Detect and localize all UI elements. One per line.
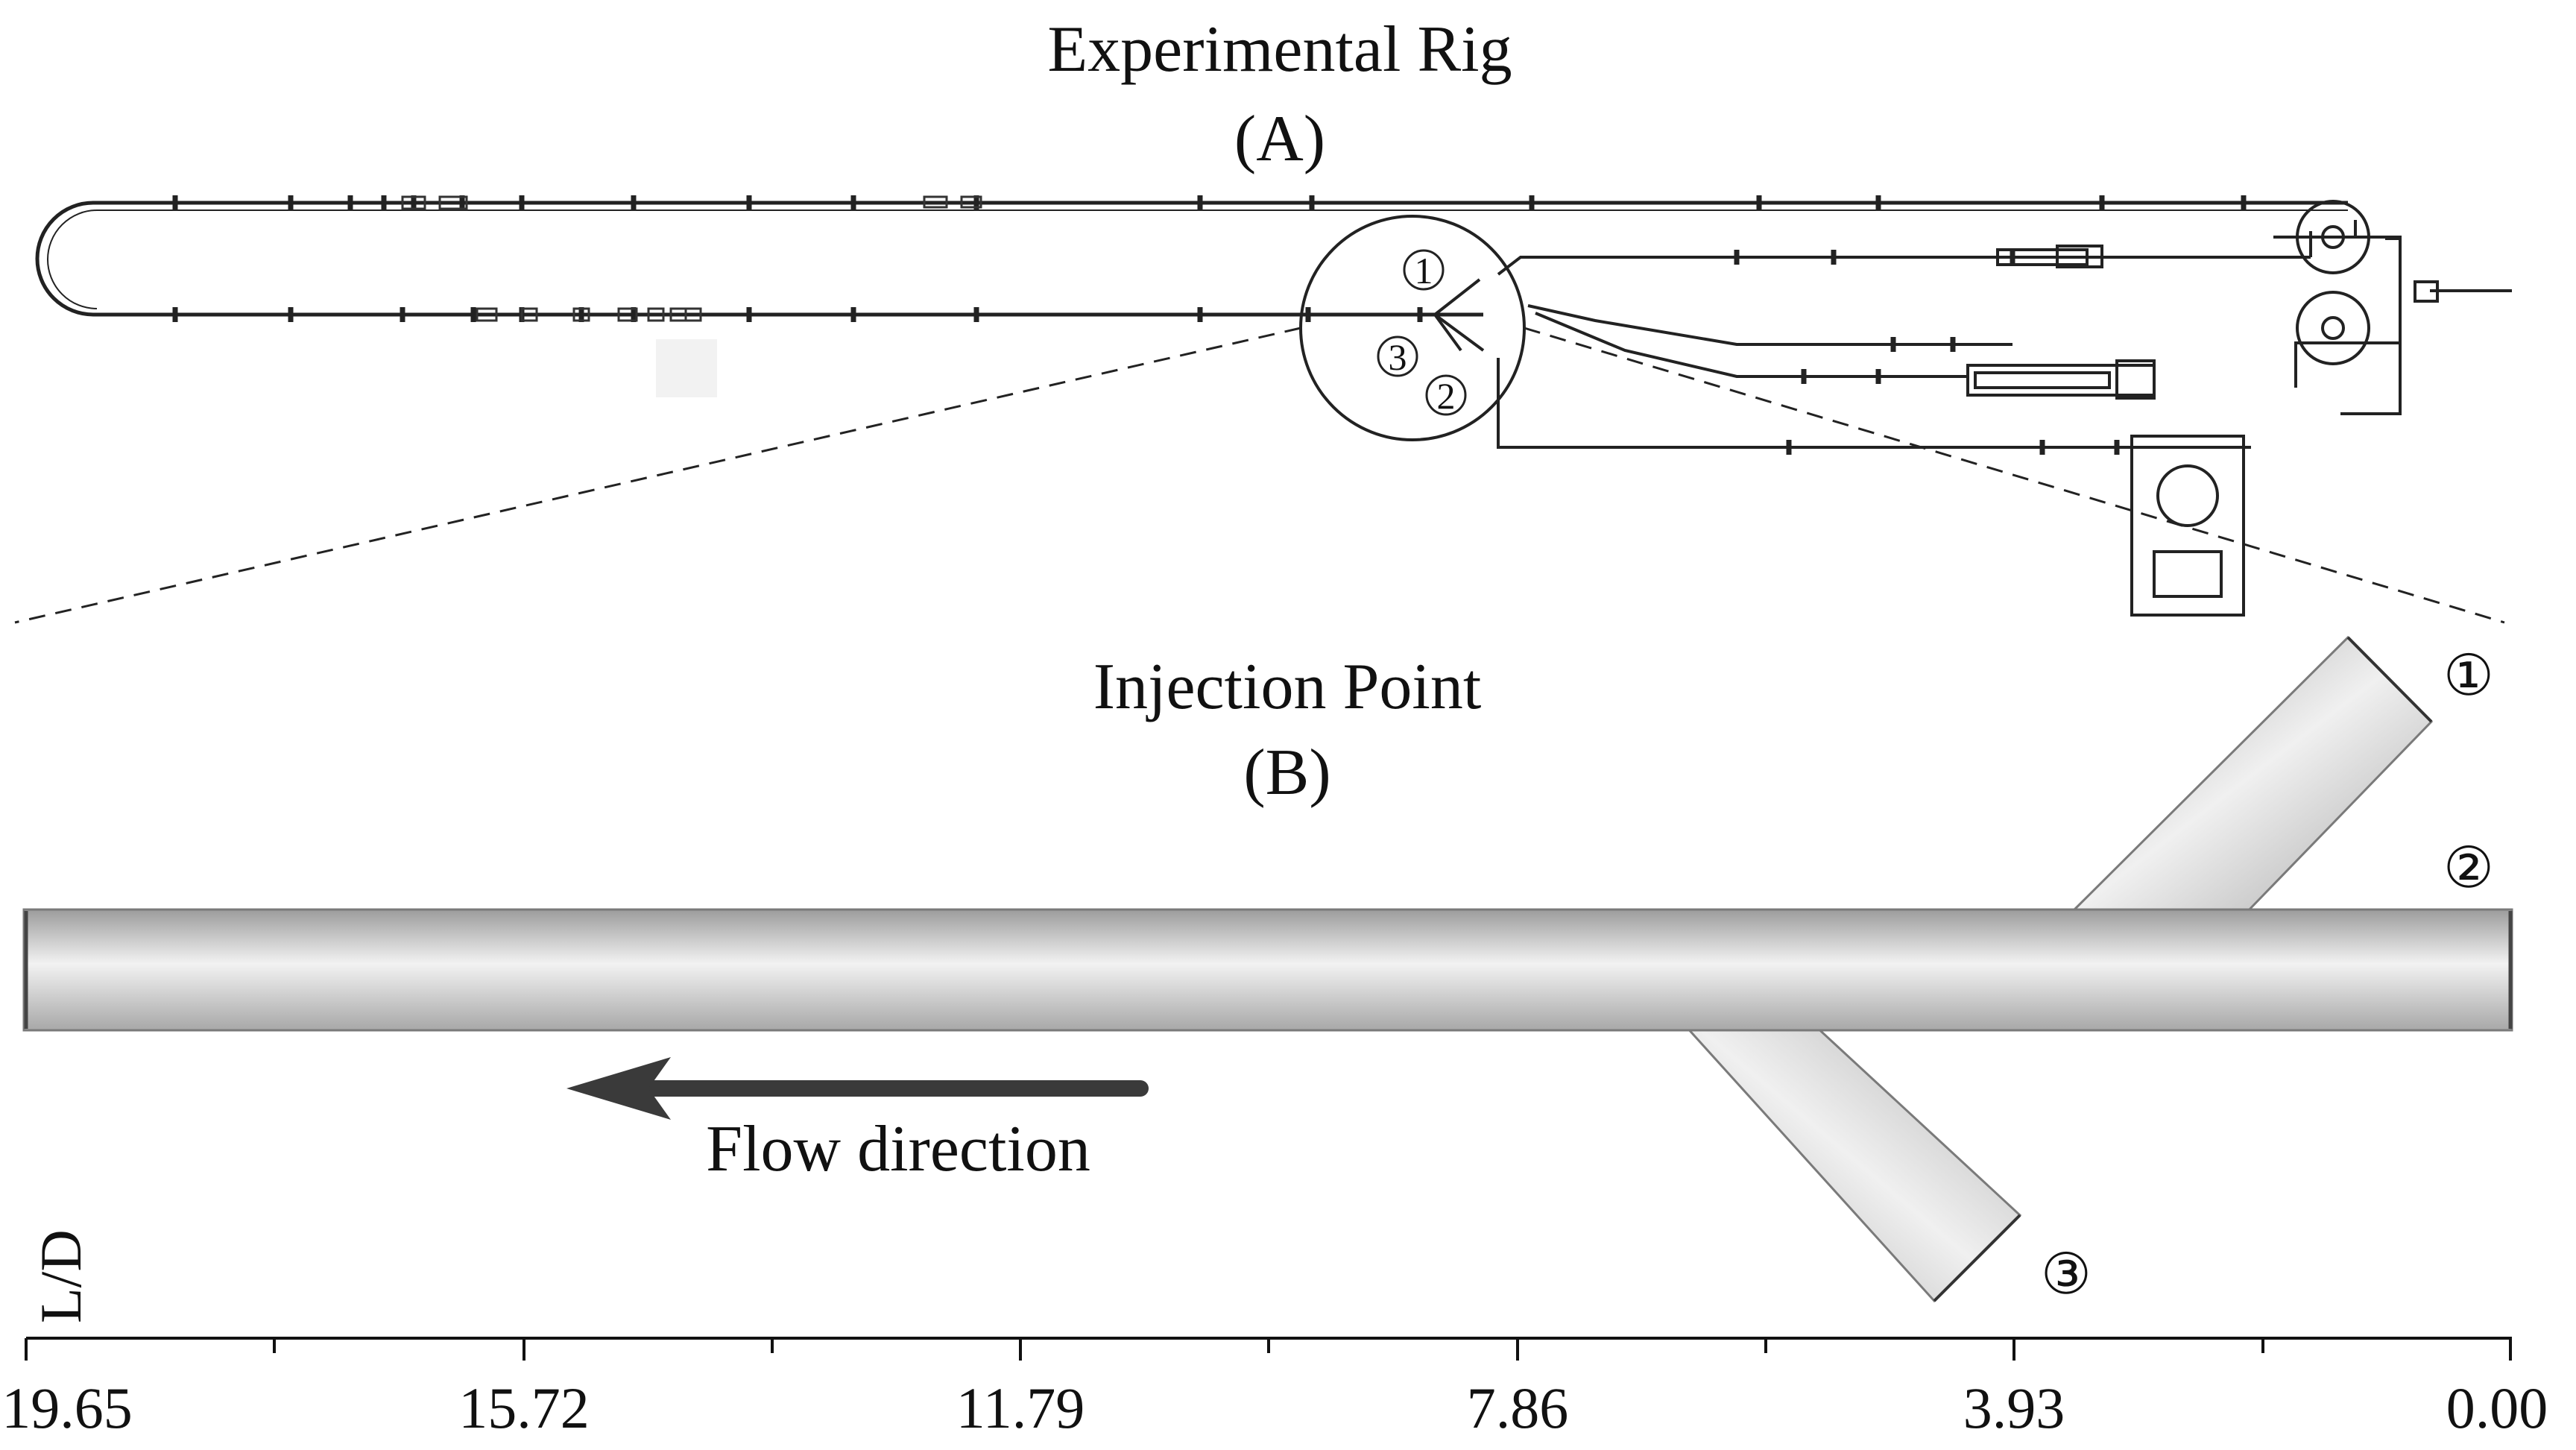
tick-label-0: 19.65 [1,1375,133,1440]
small-marker-1: 1 [1415,250,1433,291]
injection-lines-small [1433,278,1485,352]
panel-a: Experimental Rig (A) [14,13,2512,624]
panel-b-label: (B) [1243,737,1330,809]
rig-equipment [1966,200,2439,617]
panel-b: Injection Point (B) ① ② ③ Flow di [22,635,2513,1306]
flow-arrow [566,1057,1149,1120]
tick-label-3: 7.86 [1467,1375,1569,1440]
inlet-marker-3: ③ [2041,1243,2092,1306]
axis-ticks [25,1338,2512,1361]
tick-label-1: 15.72 [458,1375,590,1440]
main-pipe [22,908,2513,1032]
rig-branches [1497,220,2512,449]
panel-a-title: Experimental Rig [1047,13,1512,86]
tick-label-4: 3.93 [1963,1375,2065,1440]
ld-axis: L/D 19.65 15.72 11.79 7.86 3.93 0.00 [1,1229,2548,1440]
inlet-markers: ① ② ③ [2041,645,2494,1306]
inlet-marker-1: ① [2443,645,2494,707]
rig-branch-fittings [1734,250,2120,455]
small-marker-3: 3 [1389,336,1407,378]
rig-flanges [401,195,982,322]
tick-label-5: 0.00 [2446,1375,2548,1440]
inlet-pipe-3 [1648,986,2022,1303]
panel-b-title: Injection Point [1093,651,1482,723]
panel-a-label: (A) [1234,103,1325,175]
shaded-block [656,339,717,397]
zoom-circle [1299,215,1526,441]
zoom-guides [14,327,2505,624]
tick-label-2: 11.79 [956,1375,1085,1440]
inlet-pipe-1 [2065,635,2434,917]
small-markers [1377,249,1467,416]
axis-label: L/D [28,1229,93,1323]
small-marker-2: 2 [1437,375,1456,417]
inlet-marker-2: ② [2443,837,2494,900]
flow-direction-label: Flow direction [706,1113,1090,1185]
rig-loop [35,201,2348,317]
